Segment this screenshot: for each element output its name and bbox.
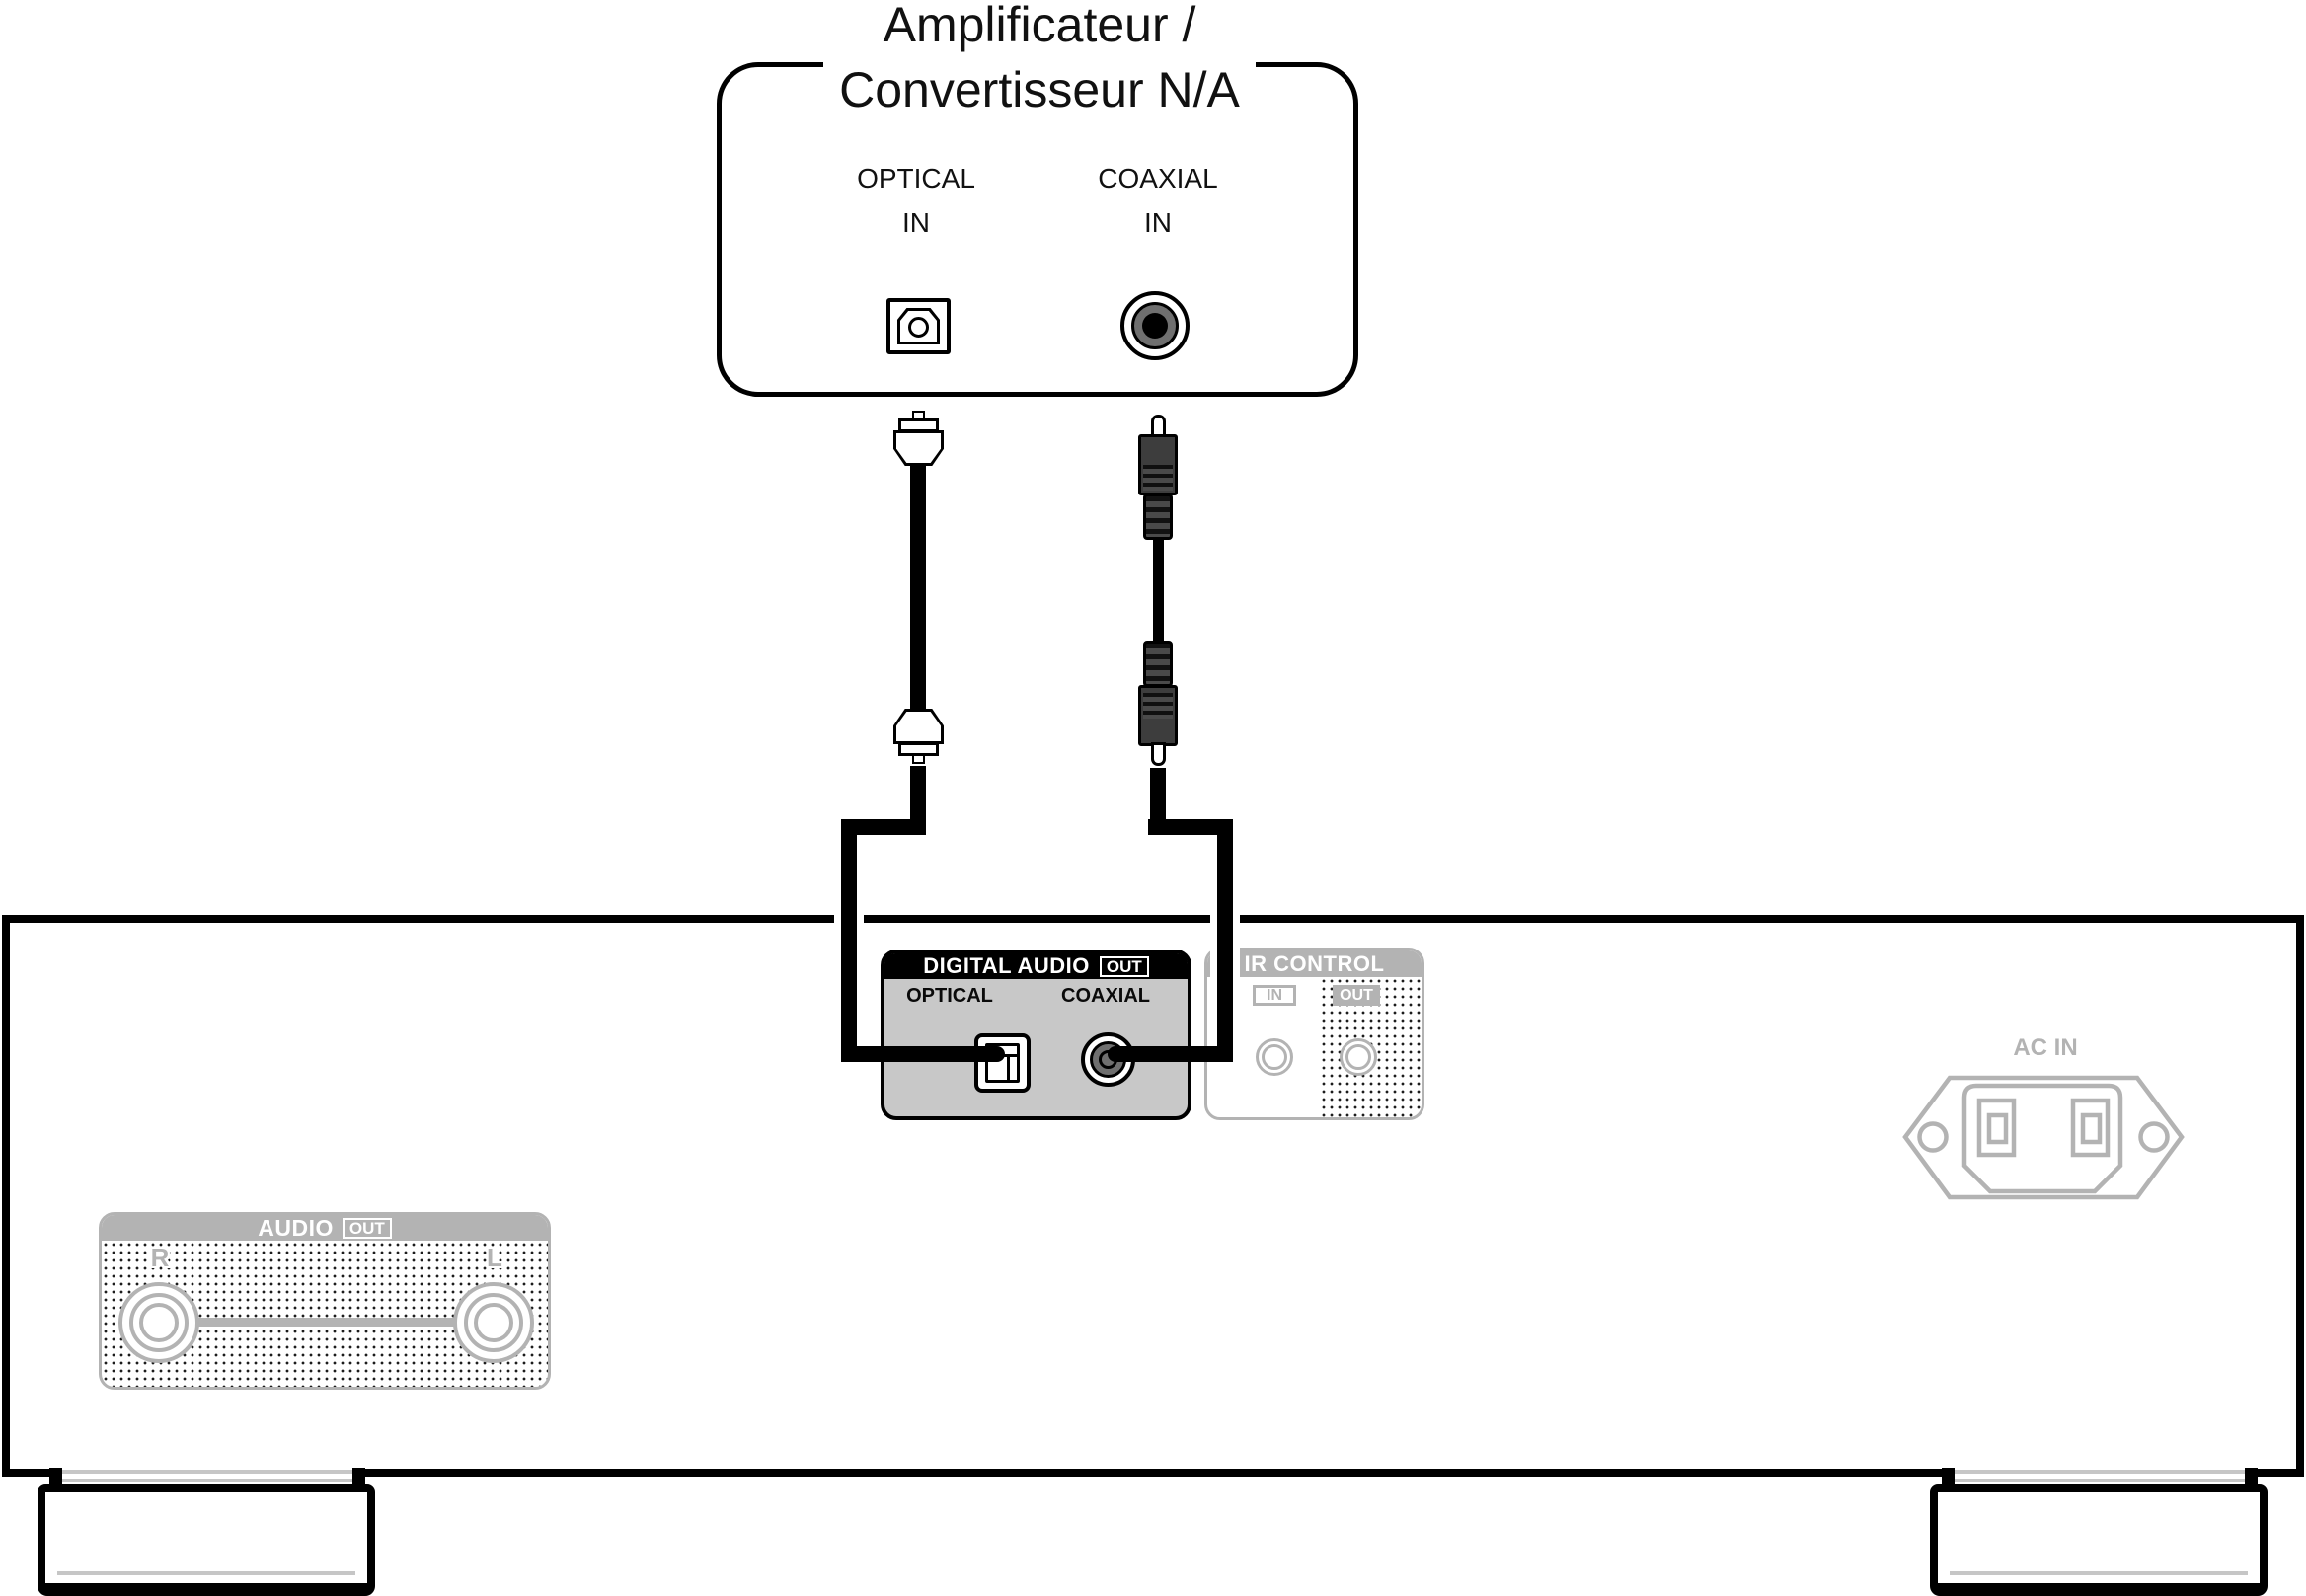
- audio-out-header: AUDIO OUT: [102, 1215, 548, 1241]
- optical-in-label: OPTICAL IN: [817, 156, 1015, 245]
- foot-step: [352, 1468, 365, 1486]
- coaxial-cable-route-into-port: [1108, 1046, 1232, 1062]
- device-foot-right: [1930, 1484, 2268, 1596]
- ir-in-jack-inner: [1262, 1044, 1287, 1070]
- optical-cable-route-into-port: [847, 1046, 1005, 1062]
- coaxial-plug-top-boot: [1143, 494, 1173, 540]
- ir-in-badge: IN: [1253, 985, 1296, 1006]
- foot-neck-line: [57, 1479, 355, 1482]
- coaxial-plug-ribs: [1143, 693, 1173, 719]
- foot-groove: [1950, 1571, 2248, 1575]
- channel-left-label: L: [487, 1243, 502, 1272]
- ir-control-header: IR CONTROL: [1207, 950, 1422, 977]
- coaxial-out-label: COAXIAL: [1061, 985, 1150, 1007]
- coaxial-cable-route-top: [1148, 819, 1233, 835]
- rca-jack-right-inner: [139, 1303, 179, 1342]
- coaxial-cable: [1153, 538, 1164, 643]
- digital-audio-out-badge: OUT: [1099, 955, 1149, 977]
- rca-connecting-bar: [159, 1318, 494, 1327]
- coaxial-cable-route-vertical: [1217, 819, 1233, 1062]
- audio-out-badge: OUT: [342, 1217, 392, 1239]
- coaxial-plug-bottom-body: [1138, 685, 1178, 746]
- amplifier-title-line1: Amplificateur /: [867, 0, 1212, 57]
- optical-plug-bottom-body: [893, 709, 944, 744]
- coaxial-in-label: COAXIAL IN: [1059, 156, 1257, 245]
- ir-out-badge: OUT: [1333, 985, 1380, 1006]
- rca-jack-left-inner: [474, 1303, 513, 1342]
- channel-right-label: R: [150, 1243, 170, 1272]
- optical-plug-top-collar: [898, 418, 939, 432]
- optical-in-port-lens: [908, 317, 929, 338]
- optical-cable-route-vertical: [841, 819, 857, 1062]
- ac-inlet: [1902, 1075, 2185, 1200]
- coaxial-in-port-center: [1142, 313, 1168, 339]
- foot-neck-line: [1950, 1479, 2248, 1482]
- coaxial-in-label-line1: COAXIAL: [1098, 163, 1218, 193]
- optical-in-label-line2: IN: [902, 207, 930, 238]
- optical-in-port: [886, 298, 951, 354]
- optical-out-port-divider: [1007, 1054, 1010, 1083]
- optical-out-port: [974, 1033, 1031, 1093]
- optical-out-port-inner: [985, 1043, 1020, 1083]
- ir-control-panel: IR CONTROL IN OUT: [1204, 948, 1424, 1120]
- optical-cable-route-stub: [910, 766, 926, 827]
- optical-out-label: OPTICAL: [906, 985, 993, 1007]
- audio-out-header-label: AUDIO: [258, 1214, 334, 1241]
- digital-audio-header: DIGITAL AUDIO OUT: [884, 953, 1188, 979]
- digital-audio-header-label: DIGITAL AUDIO: [923, 953, 1090, 978]
- coaxial-plug-bottom-pin: [1151, 742, 1166, 766]
- foot-step: [2245, 1468, 2258, 1486]
- optical-plug-bottom-tip: [912, 754, 925, 764]
- coaxial-in-label-line2: IN: [1144, 207, 1172, 238]
- foot-step: [1942, 1468, 1955, 1486]
- foot-step: [49, 1468, 62, 1486]
- optical-cable: [910, 463, 926, 712]
- ir-control-header-label: IR CONTROL: [1244, 950, 1385, 976]
- audio-out-panel: AUDIO OUT R L: [99, 1212, 551, 1390]
- foot-neck-line: [57, 1470, 355, 1474]
- amplifier-title-line2: Convertisseur N/A: [823, 57, 1256, 122]
- ir-out-jack-inner: [1345, 1044, 1371, 1070]
- optical-in-label-line1: OPTICAL: [857, 163, 975, 193]
- amplifier-title: Amplificateur / Convertisseur N/A: [694, 0, 1385, 122]
- optical-plug-top-body: [893, 430, 944, 466]
- coaxial-cable-route-stub: [1150, 768, 1166, 827]
- device-foot-left: [38, 1484, 375, 1596]
- coaxial-plug-top-body: [1138, 434, 1178, 495]
- coaxial-plug-ribs: [1143, 465, 1173, 491]
- ac-in-label: AC IN: [2013, 1034, 2078, 1061]
- coaxial-plug-bottom-boot: [1143, 641, 1173, 687]
- foot-neck-line: [1950, 1470, 2248, 1474]
- optical-cable-route-top: [841, 819, 926, 835]
- foot-groove: [57, 1571, 355, 1575]
- digital-audio-out-panel: DIGITAL AUDIO OUT OPTICAL COAXIAL: [881, 950, 1191, 1120]
